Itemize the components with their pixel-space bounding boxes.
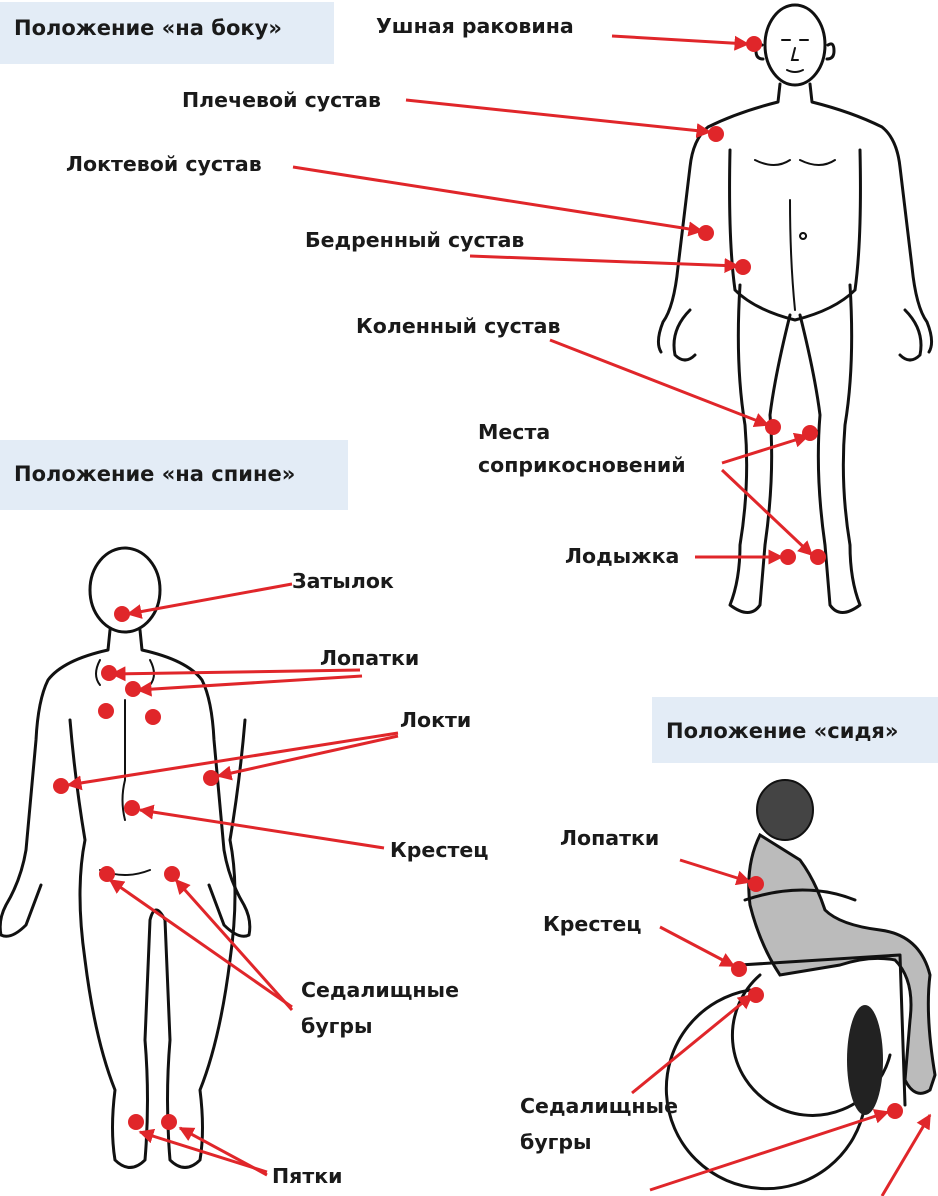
- label-contact-places-line2: соприкосновений: [478, 453, 686, 477]
- label-scapulae-sitting: Лопатки: [560, 826, 660, 850]
- label-elbows: Локти: [400, 708, 472, 732]
- marker-ischial-sit: [748, 987, 764, 1003]
- back-position-figure: [0, 546, 252, 1169]
- marker-sacrum-sit: [731, 961, 747, 977]
- marker-ear: [746, 36, 762, 52]
- marker-scapula-3: [98, 703, 114, 719]
- marker-scapula-sit: [748, 876, 764, 892]
- marker-occiput: [114, 606, 130, 622]
- marker-elbow-left: [53, 778, 69, 794]
- header-side-position: Положение «на боку»: [0, 2, 334, 64]
- marker-knee-2: [802, 425, 818, 441]
- marker-shoulder: [708, 126, 724, 142]
- header-back-position: Положение «на спине»: [0, 440, 348, 510]
- label-shoulder-joint: Плечевой сустав: [182, 88, 381, 112]
- label-ear: Ушная раковина: [376, 14, 574, 38]
- marker-ischial-left: [99, 866, 115, 882]
- label-ischial-back-line2: бугры: [301, 1014, 373, 1038]
- label-scapulae-back: Лопатки: [320, 646, 420, 670]
- marker-ankle-1: [780, 549, 796, 565]
- marker-elbow: [698, 225, 714, 241]
- callout-arrows: [66, 34, 932, 1196]
- marker-sacrum-back: [124, 800, 140, 816]
- marker-scapula-4: [145, 709, 161, 725]
- marker-heel-sit: [887, 1103, 903, 1119]
- marker-elbow-right: [203, 770, 219, 786]
- label-occiput: Затылок: [292, 569, 394, 593]
- marker-hip: [735, 259, 751, 275]
- label-hip-joint: Бедренный сустав: [305, 228, 525, 252]
- sitting-figure: [664, 779, 937, 1191]
- label-elbow-joint: Локтевой сустав: [66, 152, 262, 176]
- label-knee-joint: Коленный сустав: [356, 314, 561, 338]
- marker-heel-left: [128, 1114, 144, 1130]
- marker-scapula-2: [125, 681, 141, 697]
- side-position-figure: [656, 3, 934, 614]
- marker-heel-right: [161, 1114, 177, 1130]
- label-ischial-sitting-line2: бугры: [520, 1130, 592, 1154]
- label-sacrum-back: Крестец: [390, 838, 489, 862]
- marker-ankle-2: [810, 549, 826, 565]
- pressure-point-markers: [53, 36, 903, 1130]
- label-sacrum-sitting: Крестец: [543, 912, 642, 936]
- marker-knee-1: [765, 419, 781, 435]
- header-sitting-position: Положение «сидя»: [652, 697, 938, 763]
- label-ankle: Лодыжка: [565, 544, 680, 568]
- label-ischial-back-line1: Седалищные: [301, 978, 459, 1002]
- label-contact-places-line1: Места: [478, 420, 551, 444]
- marker-scapula-1: [101, 665, 117, 681]
- label-ischial-sitting-line1: Седалищные: [520, 1094, 678, 1118]
- marker-ischial-right: [164, 866, 180, 882]
- label-heels: Пятки: [272, 1164, 343, 1188]
